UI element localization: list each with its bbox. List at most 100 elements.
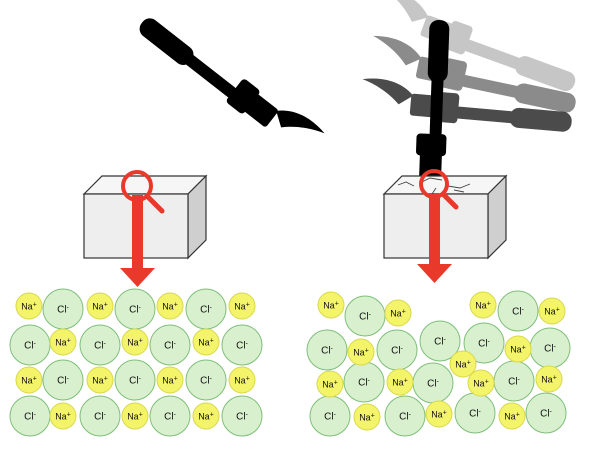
sodium-ion: Na+ xyxy=(317,291,345,319)
chloride-label: Cl- xyxy=(434,337,446,348)
lattice-ordered: Cl-Cl-Cl-Cl-Cl-Cl-Cl-Cl-Cl-Cl-Cl-Cl-Cl-C… xyxy=(9,288,263,437)
chloride-ion: Cl- xyxy=(114,359,156,401)
panel-intact: Cl-Cl-Cl-Cl-Cl-Cl-Cl-Cl-Cl-Cl-Cl-Cl-Cl-C… xyxy=(9,1,326,437)
sodium-ion: Na+ xyxy=(15,292,43,320)
sodium-ion: Na+ xyxy=(15,366,43,394)
sodium-label: Na+ xyxy=(127,338,143,348)
chloride-label: Cl- xyxy=(359,312,371,323)
sodium-label: Na+ xyxy=(392,378,408,388)
chloride-label: Cl- xyxy=(399,412,411,423)
sodium-ion: Na+ xyxy=(228,292,256,320)
sodium-ion: Na+ xyxy=(121,402,149,430)
sodium-label: Na+ xyxy=(473,379,489,389)
chloride-ion: Cl- xyxy=(185,359,227,401)
sodium-label: Na+ xyxy=(198,338,214,348)
chloride-label: Cl- xyxy=(24,341,36,352)
chloride-label: Cl- xyxy=(24,412,36,423)
sodium-label: Na+ xyxy=(234,376,250,386)
sodium-label: Na+ xyxy=(390,309,406,319)
hammer-icon xyxy=(135,1,326,162)
chloride-label: Cl- xyxy=(129,305,141,316)
chloride-ion: Cl- xyxy=(493,360,535,402)
sodium-label: Na+ xyxy=(359,413,375,423)
sodium-ion: Na+ xyxy=(228,366,256,394)
sodium-label: Na+ xyxy=(322,380,338,390)
chloride-label: Cl- xyxy=(164,341,176,352)
sodium-label: Na+ xyxy=(21,302,37,312)
chloride-label: Cl- xyxy=(358,378,370,389)
sodium-label: Na+ xyxy=(544,307,560,317)
sodium-ion: Na+ xyxy=(538,297,566,325)
chloride-ion: Cl- xyxy=(419,320,461,362)
sodium-ion: Na+ xyxy=(86,292,114,320)
chloride-ion: Cl- xyxy=(42,359,84,401)
sodium-label: Na+ xyxy=(92,302,108,312)
chloride-label: Cl- xyxy=(94,412,106,423)
sodium-ion: Na+ xyxy=(49,402,77,430)
sodium-ion: Na+ xyxy=(425,400,453,428)
sodium-label: Na+ xyxy=(55,338,71,348)
sodium-label: Na+ xyxy=(510,345,526,355)
chloride-label: Cl- xyxy=(508,377,520,388)
chloride-ion: Cl- xyxy=(79,395,121,437)
chloride-label: Cl- xyxy=(236,341,248,352)
sodium-label: Na+ xyxy=(21,376,37,386)
sodium-ion: Na+ xyxy=(86,366,114,394)
chloride-label: Cl- xyxy=(129,376,141,387)
sodium-label: Na+ xyxy=(162,302,178,312)
sodium-ion: Na+ xyxy=(449,350,477,378)
chloride-ion: Cl- xyxy=(412,362,454,404)
chloride-label: Cl- xyxy=(512,307,524,318)
sodium-ion: Na+ xyxy=(504,335,532,363)
sodium-ion: Na+ xyxy=(156,292,184,320)
chloride-label: Cl- xyxy=(164,412,176,423)
salt-crystal-block xyxy=(83,175,207,259)
sodium-ion: Na+ xyxy=(353,403,381,431)
sodium-label: Na+ xyxy=(234,302,250,312)
sodium-ion: Na+ xyxy=(469,291,497,319)
sodium-label: Na+ xyxy=(55,412,71,422)
chloride-ion: Cl- xyxy=(42,288,84,330)
chloride-ion: Cl- xyxy=(114,288,156,330)
sodium-ion: Na+ xyxy=(192,328,220,356)
zoom-arrow xyxy=(120,195,155,287)
chloride-ion: Cl- xyxy=(149,395,191,437)
chloride-label: Cl- xyxy=(94,341,106,352)
sodium-label: Na+ xyxy=(431,410,447,420)
chloride-label: Cl- xyxy=(236,412,248,423)
sodium-ion: Na+ xyxy=(535,365,563,393)
sodium-ion: Na+ xyxy=(386,368,414,396)
crack-lines xyxy=(397,177,471,195)
chloride-ion: Cl- xyxy=(344,295,386,337)
chloride-label: Cl- xyxy=(200,376,212,387)
chloride-ion: Cl- xyxy=(309,395,351,437)
chloride-ion: Cl- xyxy=(463,322,505,364)
sodium-label: Na+ xyxy=(504,412,520,422)
chloride-ion: Cl- xyxy=(221,395,263,437)
cracked-salt-block xyxy=(383,175,507,259)
chloride-ion: Cl- xyxy=(9,395,51,437)
chloride-ion: Cl- xyxy=(149,324,191,366)
sodium-ion: Na+ xyxy=(121,328,149,356)
chloride-label: Cl- xyxy=(540,409,552,420)
sodium-label: Na+ xyxy=(475,301,491,311)
sodium-label: Na+ xyxy=(92,376,108,386)
chloride-ion: Cl- xyxy=(525,392,567,434)
sodium-ion: Na+ xyxy=(192,402,220,430)
panel-fractured: Cl-Cl-Cl-Cl-Cl-Cl-Cl-Cl-Cl-Cl-Cl-Cl-Cl-C… xyxy=(306,0,584,437)
sodium-label: Na+ xyxy=(353,348,369,358)
sodium-label: Na+ xyxy=(127,412,143,422)
sodium-label: Na+ xyxy=(541,375,557,385)
sodium-ion: Na+ xyxy=(467,369,495,397)
chloride-label: Cl- xyxy=(57,376,69,387)
chloride-ion: Cl- xyxy=(384,395,426,437)
chloride-ion: Cl- xyxy=(79,324,121,366)
chloride-label: Cl- xyxy=(427,379,439,390)
sodium-ion: Na+ xyxy=(156,366,184,394)
zoom-arrow xyxy=(417,194,452,283)
chloride-label: Cl- xyxy=(57,305,69,316)
sodium-label: Na+ xyxy=(323,301,339,311)
chloride-label: Cl- xyxy=(544,344,556,355)
chloride-ion: Cl- xyxy=(221,324,263,366)
